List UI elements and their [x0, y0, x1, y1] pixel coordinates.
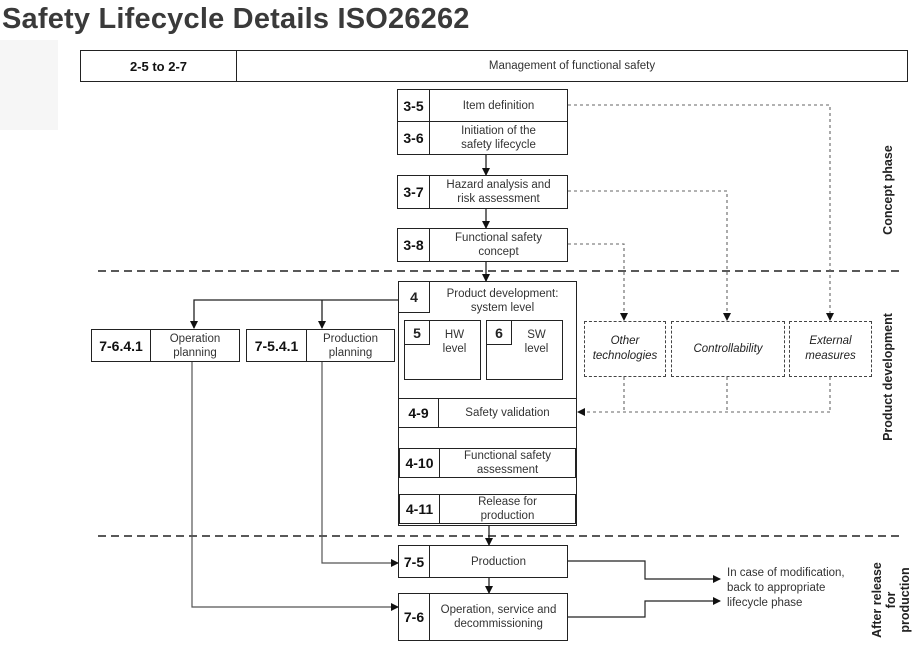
step-id: 3-7 [398, 176, 430, 208]
step-5-hw-level[interactable]: 5 HW level [404, 320, 481, 380]
dotted-link-fsc-to-other-tech [568, 243, 628, 321]
phase-label-concept: Concept phase [881, 145, 895, 235]
management-id: 2-5 to 2-7 [81, 51, 237, 81]
step-6-sw-level[interactable]: 6 SW level [486, 320, 563, 380]
background-panel [0, 40, 58, 130]
step-4-11[interactable]: 4-11 Release for production [399, 494, 576, 524]
step-label: SW level [524, 329, 549, 355]
connector-operation-planning-to-7-6 [191, 362, 399, 611]
step-7-5[interactable]: 7-5 Production [398, 545, 568, 578]
step-label: Safety validation [465, 407, 550, 419]
dotted-link-item-definition-to-external [568, 104, 834, 321]
step-4-10[interactable]: 4-10 Functional safety assessment [399, 448, 576, 478]
page-title: Safety Lifecycle Details ISO26262 [2, 3, 470, 35]
phase-label-product: Product development [881, 313, 895, 441]
step-id: 7-5.4.1 [247, 330, 307, 361]
step-id: 4 [399, 282, 430, 313]
step-id: 5 [405, 321, 430, 345]
connector-production-planning-to-7-5 [321, 362, 399, 567]
step-label: Operation planning [169, 332, 221, 359]
controllability-box[interactable]: Controllability [671, 321, 785, 377]
step-3-5[interactable]: 3-5 Item definition [397, 89, 568, 122]
step-label: Initiation of the safety lifecycle [461, 125, 536, 151]
step-id: 4-9 [399, 399, 439, 427]
management-label: Management of functional safety [488, 60, 656, 72]
step-id: 3-5 [398, 90, 430, 121]
step-4-9[interactable]: 4-9 Safety validation [398, 398, 577, 428]
external-measures-box[interactable]: External measures [789, 321, 872, 377]
connector-7-6-modification [568, 597, 721, 618]
step-7-6[interactable]: 7-6 Operation, service and decommissioni… [398, 593, 568, 641]
step-3-8[interactable]: 3-8 Functional safety concept [397, 228, 568, 262]
step-label: Hazard analysis and risk assessment [446, 179, 551, 205]
step-id: 7-6.4.1 [92, 330, 151, 361]
step-id: 3-6 [398, 122, 430, 154]
step-id: 4-11 [400, 495, 440, 523]
step-label: HW level [442, 329, 467, 355]
step-label: Item definition [462, 99, 535, 112]
management-box: 2-5 to 2-7 Management of functional safe… [80, 50, 908, 82]
step-id: 6 [487, 321, 512, 345]
step-3-6[interactable]: 3-6 Initiation of the safety lifecycle [397, 121, 568, 155]
step-label: Functional safety concept [455, 232, 542, 258]
step-label: Production planning [323, 332, 378, 359]
step-id: 7-5 [399, 546, 430, 577]
modification-note: In case of modification, back to appropr… [727, 567, 845, 609]
step-3-7[interactable]: 3-7 Hazard analysis and risk assessment [397, 175, 568, 209]
step-label: Release for production [478, 496, 537, 522]
step-label: Functional safety assessment [464, 450, 551, 476]
step-7-5-4-1[interactable]: 7-5.4.1 Production planning [246, 329, 395, 362]
dotted-link-hazard-to-controllability [568, 190, 731, 321]
step-label: Product development: system level [446, 288, 559, 314]
step-id: 4-10 [400, 449, 440, 477]
other-technologies-box[interactable]: Other technologies [584, 321, 666, 377]
step-label: Operation, service and decommissioning [440, 604, 557, 630]
connector-system-to-planning [190, 299, 399, 329]
step-id: 3-8 [398, 229, 430, 261]
connector-7-5-modification [568, 560, 721, 583]
step-id: 7-6 [399, 594, 430, 640]
phase-label-after: After release for production [870, 562, 912, 638]
step-label: Production [471, 555, 526, 568]
step-7-6-4-1[interactable]: 7-6.4.1 Operation planning [91, 329, 240, 362]
